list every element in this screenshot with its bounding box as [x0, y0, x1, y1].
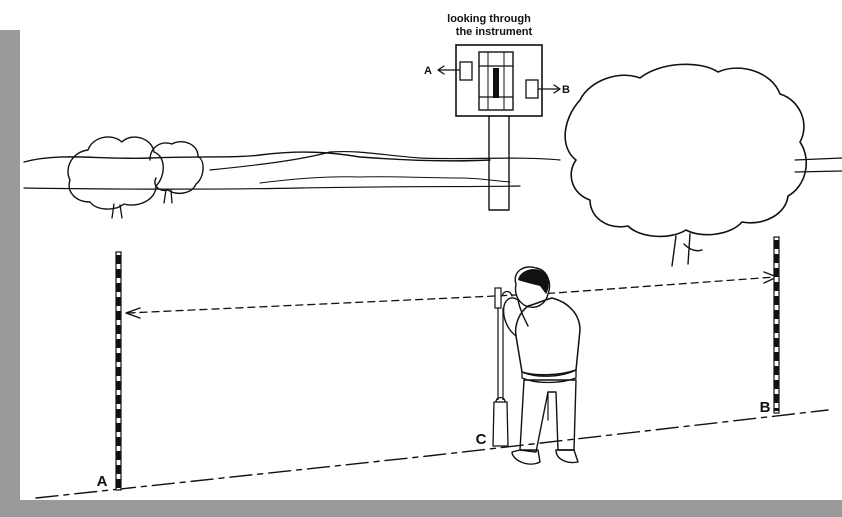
inset-bubble-vial [493, 68, 499, 98]
ground-line [36, 410, 828, 498]
inset-caption-line2: the instrument [456, 26, 533, 38]
left-trees [68, 137, 203, 218]
staff-b [774, 237, 779, 413]
frame-shadow [0, 30, 842, 517]
point-b-label: B [760, 399, 771, 416]
inset-stem [489, 116, 509, 210]
right-tree [565, 64, 806, 266]
inset-label-b: B [562, 84, 570, 96]
person-observer [502, 267, 580, 464]
inset-label-a: A [424, 65, 432, 77]
inset-caption-line1: looking through [447, 13, 531, 25]
hand-level-stick [493, 288, 508, 446]
point-a-label: A [97, 473, 108, 490]
point-c-label: C [476, 431, 487, 448]
sight-line [126, 272, 777, 318]
staff-a [116, 252, 121, 490]
horizon-hills [24, 152, 842, 190]
